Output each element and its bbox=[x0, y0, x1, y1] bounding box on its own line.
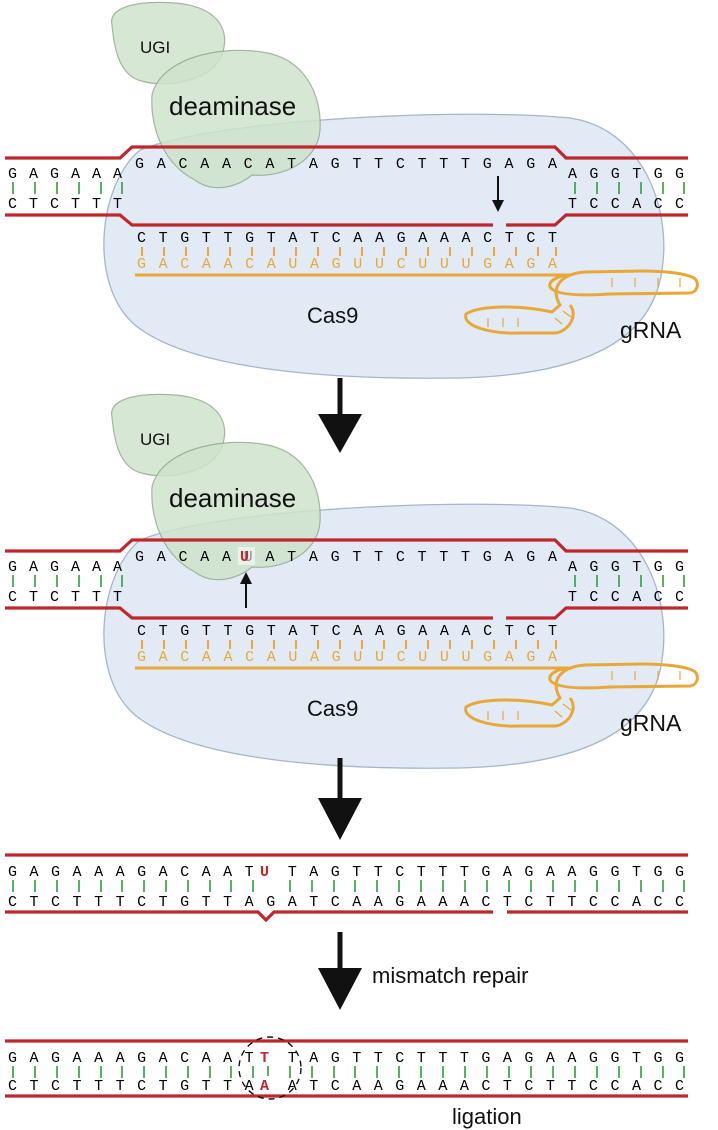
nick-arrow bbox=[492, 176, 504, 212]
edited-base-uracil: U bbox=[260, 864, 269, 881]
panel-4: GAGAAAGACAATTTAGTTCTTTGAGAAGGTGG T CTCTT… bbox=[5, 1036, 688, 1129]
top-strand-backbone bbox=[5, 538, 688, 553]
top-strand-backbone bbox=[5, 145, 688, 160]
edited-top-mask bbox=[258, 1048, 275, 1066]
panel-1: UGI deaminase GAGAAA CTCTTT GACAACATAGTT… bbox=[5, 1, 699, 379]
ligation-label: ligation bbox=[452, 1104, 522, 1129]
bottom-sequence: CTCTTTCTGTTAGATCAAGAAACTCTTCCACC bbox=[8, 894, 684, 911]
base-pairs bbox=[12, 880, 685, 892]
bottom-strand-backbone-right bbox=[506, 606, 688, 620]
top-sequence: GAGAAAGACAATUTAGTTCTTTGAGAAGGTGG bbox=[8, 864, 684, 881]
grna-scaffold-pairs bbox=[487, 278, 681, 327]
deamination-arrow bbox=[240, 572, 252, 608]
cas9-label: Cas9 bbox=[307, 303, 358, 328]
bottom-strand-backbone-left bbox=[5, 606, 493, 620]
deaminase-label: deaminase bbox=[169, 91, 296, 121]
deaminase-protein bbox=[151, 49, 321, 189]
grna-label: gRNA bbox=[620, 317, 682, 343]
grna-scaffold-pairs bbox=[487, 671, 681, 720]
rna-dna-pairs bbox=[141, 640, 557, 649]
bottom-strand-backbone-left bbox=[5, 213, 493, 227]
ugi-label: UGI bbox=[140, 430, 170, 449]
edited-base-mask bbox=[258, 862, 275, 880]
bottom-left-sequence: CTCTTT bbox=[8, 589, 122, 606]
panel-3: GAGAAAGACAATUTAGTTCTTTGAGAAGGTGG U CTCTT… bbox=[5, 853, 688, 923]
base-pairs bbox=[12, 1066, 685, 1078]
step-arrow-1 bbox=[318, 378, 362, 453]
bottom-strand-backbone-left bbox=[5, 910, 493, 923]
right-base-pairs bbox=[574, 182, 685, 194]
top-left-sequence: GAGAAA bbox=[8, 559, 122, 576]
bottom-strand-backbone-right bbox=[506, 213, 688, 227]
step-arrow-3 bbox=[318, 932, 362, 1010]
deaminase-protein bbox=[151, 441, 321, 581]
deaminase-label: deaminase bbox=[169, 483, 296, 513]
rna-dna-pairs bbox=[141, 247, 557, 256]
top-sequence: GAGAAAGACAATTTAGTTCTTTGAGAAGGTGG bbox=[8, 1050, 684, 1067]
edited-base-mask bbox=[238, 547, 255, 565]
edited-base-uracil: U bbox=[240, 549, 249, 566]
bottom-left-sequence: CTCTTT bbox=[8, 196, 122, 213]
grna-scaffold bbox=[135, 269, 699, 335]
edited-base-bottom: A bbox=[260, 1078, 269, 1095]
ugi-label: UGI bbox=[140, 38, 170, 57]
left-base-pairs bbox=[12, 182, 123, 194]
edited-bottom-mask bbox=[258, 1076, 275, 1094]
repair-site-circle bbox=[238, 1036, 302, 1100]
step-arrow-2 bbox=[318, 758, 362, 840]
panel-2: UGI deaminase GAGAAA CTCTTT GACAAUATAGTT… bbox=[5, 393, 699, 769]
grna-label: gRNA bbox=[620, 710, 682, 736]
top-left-sequence: GAGAAA bbox=[8, 166, 122, 183]
right-base-pairs bbox=[574, 575, 685, 587]
grna-scaffold bbox=[135, 662, 699, 728]
edited-base-top: T bbox=[260, 1050, 269, 1067]
cas9-label: Cas9 bbox=[307, 696, 358, 721]
left-base-pairs bbox=[12, 575, 123, 587]
mismatch-repair-label: mismatch repair bbox=[372, 963, 528, 988]
bottom-sequence: CTCTTTCTGTTAAATCAAGAAACTCTTCCACC bbox=[8, 1078, 684, 1095]
